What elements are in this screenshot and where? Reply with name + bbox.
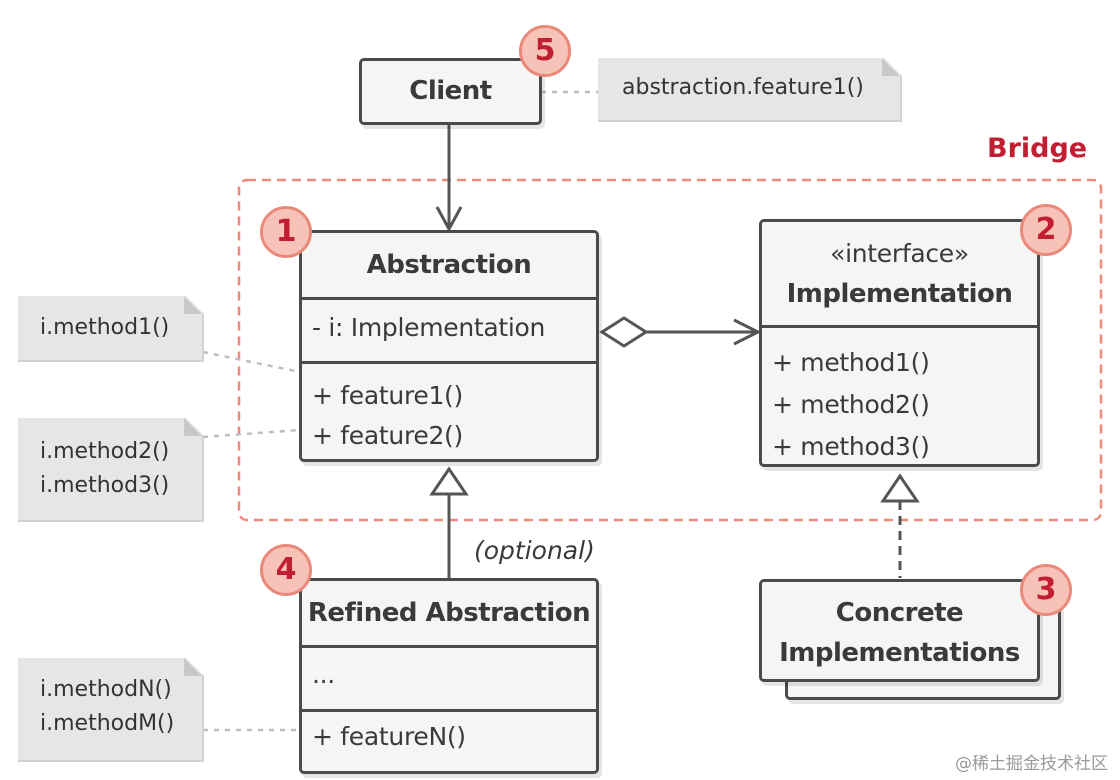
implementation-title: Implementation [786,279,1013,309]
badge-concrete: 3 [1020,564,1072,616]
feature2-note-line: i.method2() [40,439,170,464]
abstraction-method: + feature2() [312,421,463,450]
inheritance-triangle [429,466,469,496]
featureN-note-line: i.methodM() [40,711,175,736]
badge-refined: 4 [260,544,312,596]
abstraction-fields: - i: Implementation [302,297,596,361]
implementation-method: + method3() [772,432,930,461]
client-class[interactable]: Client [359,58,542,125]
featureN-note: i.methodN() i.methodM() [18,658,204,762]
refined-title: Refined Abstraction [307,598,591,628]
concrete-implementations-class[interactable]: Concrete Implementations [759,579,1040,682]
abstraction-method: + feature1() [312,381,463,410]
abstraction-field: - i: Implementation [312,313,546,342]
implementation-header: «interface» Implementation [762,222,1037,325]
implementation-interface[interactable]: «interface» Implementation + method1() +… [759,219,1040,467]
aggregation-arrowhead [733,318,762,346]
refined-field: ... [312,660,335,689]
badge-client: 5 [519,25,571,77]
client-note: abstraction.feature1() [598,58,902,122]
badge-abstraction: 1 [260,206,312,258]
client-abstraction-arrowhead [435,206,463,233]
implementation-methods: + method1() + method2() + method3() [762,325,1037,468]
featureN-note-line: i.methodN() [40,677,172,702]
client-note-text: abstraction.feature1() [622,75,864,100]
feature1-note-text: i.method1() [40,315,170,340]
optional-label: (optional) [474,536,595,565]
refined-abstraction-class[interactable]: Refined Abstraction ... + featureN() [299,578,599,774]
refined-method: + featureN() [312,722,466,751]
interface-stereotype: «interface» [830,239,969,268]
client-title: Client [409,76,492,106]
feature1-note: i.method1() [18,296,204,362]
refined-methods: + featureN() [302,709,596,751]
abstraction-title: Abstraction [366,250,532,280]
bridge-label: Bridge [987,133,1088,164]
badge-implementation: 2 [1020,204,1072,256]
feature2-note: i.method2() i.method3() [18,418,204,522]
abstraction-methods: + feature1() + feature2() [302,361,596,456]
feature2-note-connector [202,428,301,439]
realization-triangle [880,473,920,503]
concrete-title-line2: Implementations [779,638,1020,668]
abstraction-class[interactable]: Abstraction - i: Implementation + featur… [299,230,599,462]
watermark: @稀土掘金技术社区 [955,754,1108,774]
implementation-method: + method1() [772,348,930,377]
bridge-boundary [237,178,1103,522]
refined-fields: ... [302,645,596,709]
feature2-note-line: i.method3() [40,473,170,498]
aggregation-diamond [599,316,649,348]
feature1-note-connector [202,350,301,374]
implementation-method: + method2() [772,390,930,419]
concrete-title-line1: Concrete [835,598,964,628]
